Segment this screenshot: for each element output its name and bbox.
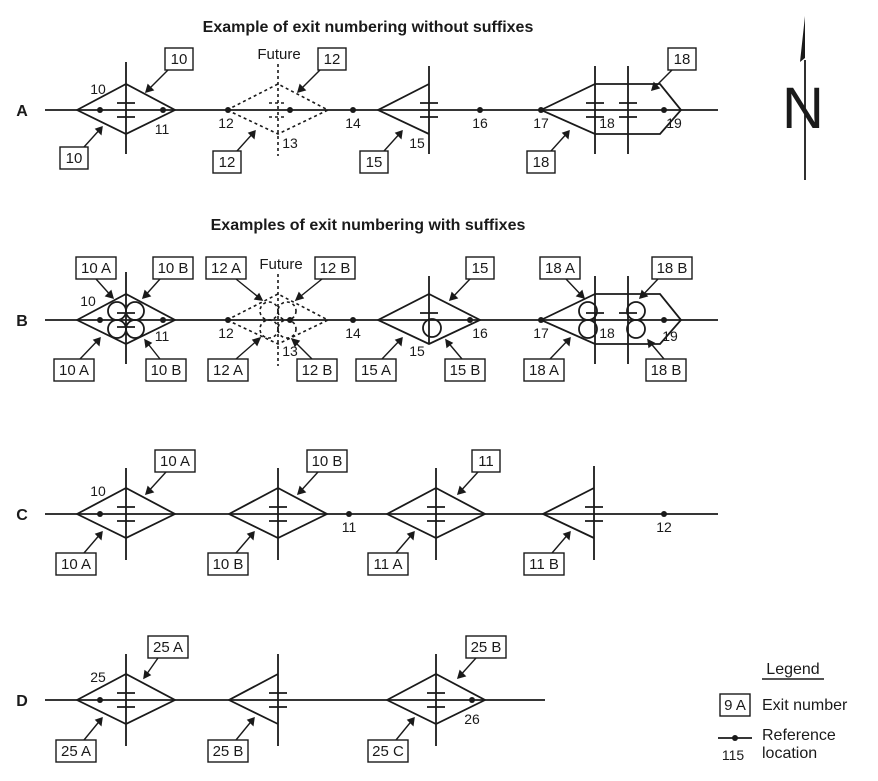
- exit-box-c-10a-bottom: 10 A: [61, 556, 91, 573]
- ref-a-11: 11: [155, 121, 170, 137]
- ref-b-19: 19: [662, 328, 678, 344]
- ref-b-16: 16: [472, 325, 488, 341]
- ref-b-17: 17: [533, 325, 549, 341]
- row-label-a: A: [16, 103, 28, 120]
- exit-box-a-12-top: 12: [324, 51, 341, 68]
- interchange-a-18: [538, 66, 683, 154]
- exit-box-c-10a-top: 10 A: [160, 453, 190, 470]
- row-label-c: C: [16, 507, 28, 524]
- ref-c-10: 10: [90, 483, 106, 499]
- exit-box-b-18a-bottom: 18 A: [529, 362, 559, 379]
- interchange-d-25c: [385, 654, 487, 746]
- row-b: 10 11 12 13 14 15 16 17 18 19 Future 10 …: [45, 256, 718, 382]
- ref-d-25: 25: [90, 669, 106, 685]
- exit-box-d-25b-top: 25 B: [471, 639, 502, 656]
- interchange-c-10a: [75, 468, 177, 560]
- interchange-d-25b: [227, 654, 287, 746]
- exit-box-c-11b: 11 B: [529, 556, 559, 573]
- exit-box-b-18b-bottom: 18 B: [651, 362, 682, 379]
- interchange-a-10: [75, 62, 177, 154]
- north-arrow-icon: N: [782, 16, 824, 180]
- exit-box-b-15: 15: [472, 260, 489, 277]
- ref-a-13: 13: [282, 135, 298, 151]
- exit-box-b-15a: 15 A: [361, 362, 391, 379]
- legend-reference-label-line2: location: [762, 745, 817, 762]
- interchange-a-future: [225, 64, 330, 156]
- legend: Legend 9 A Exit number 115 Reference loc…: [718, 661, 848, 763]
- leader-arrows-c: [83, 471, 571, 554]
- interchange-b-10: [75, 272, 177, 364]
- exit-box-a-10-top: 10: [171, 51, 188, 68]
- interchange-a-15: [375, 66, 438, 154]
- ref-a-15: 15: [409, 135, 425, 151]
- ref-b-10: 10: [80, 293, 96, 309]
- ref-b-11: 11: [155, 328, 170, 344]
- ref-d-26: 26: [464, 711, 480, 727]
- exit-box-c-11a: 11 A: [374, 556, 403, 573]
- row-label-b: B: [16, 313, 28, 330]
- exit-box-b-18b-top: 18 B: [657, 260, 688, 277]
- ref-a-19: 19: [666, 115, 682, 131]
- north-label: N: [782, 76, 824, 141]
- ref-a-18: 18: [599, 115, 615, 131]
- ref-c-12: 12: [656, 519, 672, 535]
- interchange-b-15: [375, 276, 483, 345]
- interchange-c-11a: [385, 468, 487, 560]
- exit-box-d-25a-bottom: 25 A: [61, 743, 91, 760]
- exit-box-c-10b-bottom: 10 B: [213, 556, 244, 573]
- exit-box-b-10a-top: 10 A: [81, 260, 111, 277]
- ref-a-17: 17: [533, 115, 549, 131]
- exit-box-b-12a-top: 12 A: [211, 260, 241, 277]
- ref-b-12: 12: [218, 325, 234, 341]
- exit-box-a-18-bottom: 18: [533, 154, 550, 171]
- exit-box-a-15: 15: [366, 154, 383, 171]
- exit-box-b-10b-top: 10 B: [158, 260, 189, 277]
- interchange-c-10b: [227, 468, 329, 560]
- ref-b-18: 18: [599, 325, 615, 341]
- legend-heading: Legend: [766, 661, 819, 678]
- legend-exit-number-label: Exit number: [762, 697, 848, 714]
- row-label-d: D: [16, 693, 28, 710]
- exit-box-d-25b-bottom: 25 B: [213, 743, 244, 760]
- exit-box-b-12b-top: 12 B: [320, 260, 351, 277]
- legend-sample-exit: 9 A: [724, 697, 746, 714]
- ref-c-11: 11: [342, 519, 357, 535]
- ref-b-13: 13: [282, 343, 298, 359]
- legend-sample-reference: 115: [722, 747, 745, 763]
- exit-box-a-12-bottom: 12: [219, 154, 236, 171]
- exit-box-b-12a-bottom: 12 A: [213, 362, 243, 379]
- exit-box-d-25c: 25 C: [372, 743, 404, 760]
- leader-arrows-b: [79, 278, 665, 360]
- leader-arrows-a: [83, 69, 673, 152]
- exit-box-b-18a-top: 18 A: [545, 260, 575, 277]
- exit-box-a-18-top: 18: [674, 51, 691, 68]
- exit-box-c-11: 11: [478, 453, 494, 470]
- exit-box-d-25a-top: 25 A: [153, 639, 183, 656]
- ref-b-14: 14: [345, 325, 361, 341]
- exit-box-c-10b-top: 10 B: [312, 453, 343, 470]
- exit-box-b-12b-bottom: 12 B: [302, 362, 333, 379]
- ref-a-16: 16: [472, 115, 488, 131]
- title-without-suffixes: Example of exit numbering without suffix…: [203, 19, 534, 36]
- future-label-b: Future: [259, 256, 302, 273]
- leader-arrows-d: [83, 657, 477, 741]
- exit-box-b-10a-bottom: 10 A: [59, 362, 89, 379]
- interchange-b-18: [538, 276, 683, 364]
- ref-a-14: 14: [345, 115, 361, 131]
- row-a: 10 11 12 13 14 15 16 17 18 19 Future 10 …: [45, 46, 718, 174]
- legend-reference-label-line1: Reference: [762, 727, 836, 744]
- exit-box-b-10b-bottom: 10 B: [151, 362, 182, 379]
- ref-b-15: 15: [409, 343, 425, 359]
- future-label-a: Future: [257, 46, 300, 63]
- title-with-suffixes: Examples of exit numbering with suffixes: [211, 217, 526, 234]
- exit-box-a-10-bottom: 10: [66, 150, 83, 167]
- ref-a-10: 10: [90, 81, 106, 97]
- interchange-c-11b: [540, 466, 603, 560]
- exit-box-b-15b: 15 B: [450, 362, 481, 379]
- ref-a-12: 12: [218, 115, 234, 131]
- interchange-d-25a: [75, 654, 177, 746]
- row-c: 10 11 12 10 A 10 A 10 B 10 B 11 11 A 11 …: [45, 449, 718, 576]
- row-d: 25 26 25 A 25 A 25 B 25 B 25 C: [45, 635, 545, 763]
